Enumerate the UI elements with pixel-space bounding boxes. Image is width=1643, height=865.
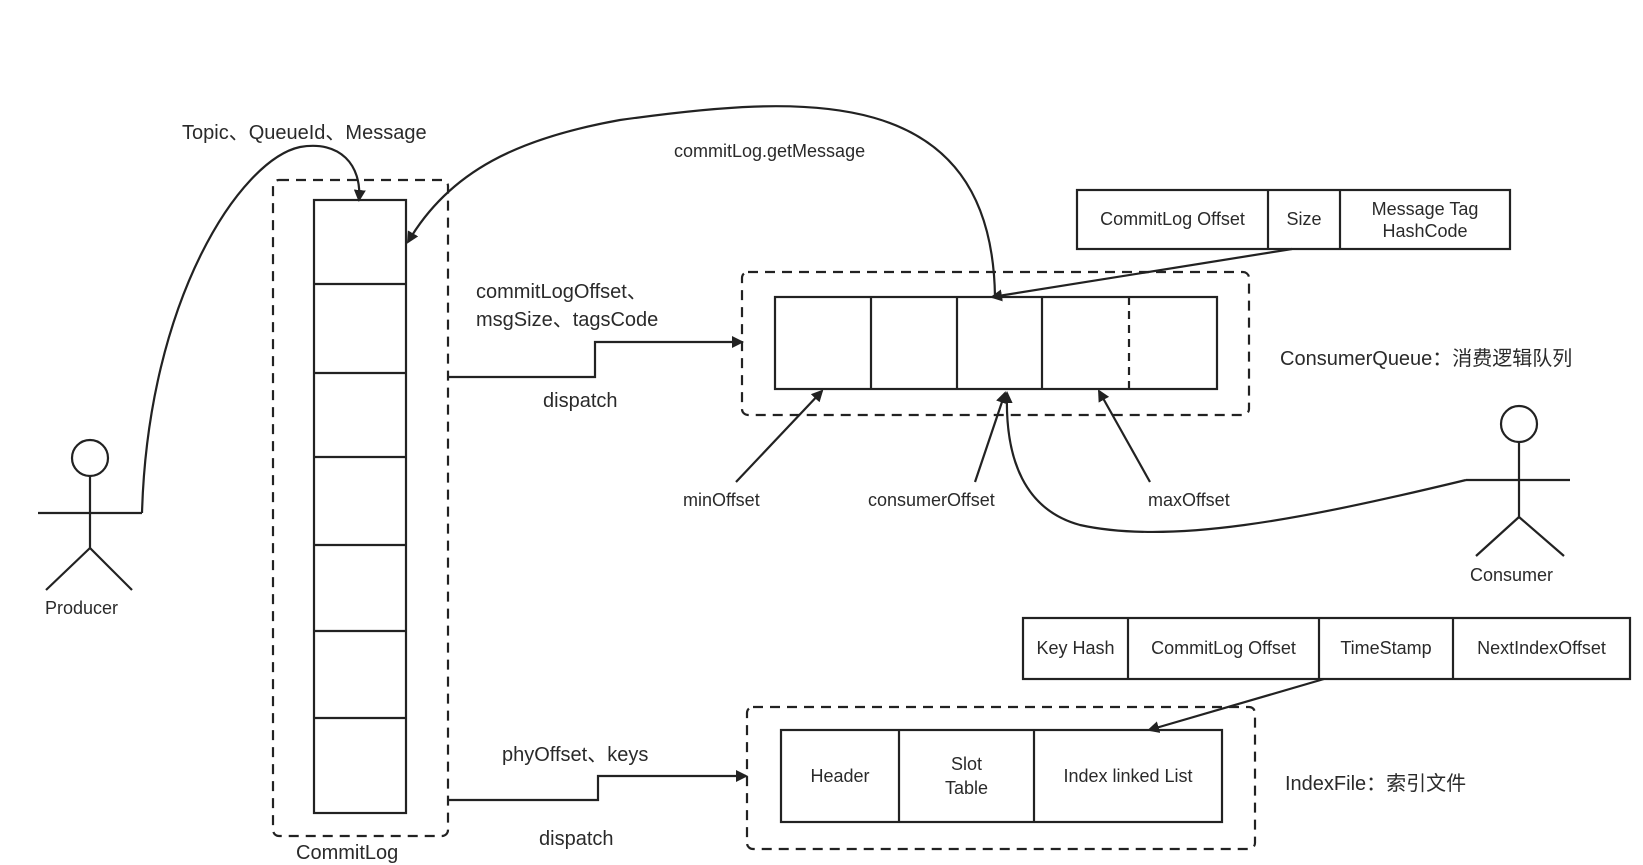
index-section-linked-list: Index linked List — [1063, 765, 1193, 786]
producer-figure — [38, 438, 142, 591]
index-file-sections — [779, 728, 1224, 824]
index-section-slot-table: Slot Table — [944, 754, 989, 798]
commitlog-cell-dividers — [314, 282, 406, 720]
index-entry-table — [1021, 616, 1632, 681]
index-dispatch-arrow — [448, 770, 748, 802]
min-offset-arrow — [735, 389, 824, 483]
index-field-timestamp: TimeStamp — [1340, 638, 1432, 658]
index-field-key-hash: Key Hash — [1036, 638, 1115, 658]
index-section-header: Header — [810, 765, 870, 786]
cq-field-commitlog-offset: CommitLog Offset — [1100, 209, 1245, 229]
consumer-offset-arrow — [973, 391, 1008, 483]
index-file-label: IndexFile：索引文件 — [1285, 773, 1467, 795]
commitlog-container — [271, 178, 450, 838]
index-field-commitlog-offset: CommitLog Offset — [1151, 638, 1296, 658]
consumer-offset-label: consumerOffset — [868, 490, 995, 510]
index-file-container — [745, 705, 1257, 851]
commitlog-column — [312, 198, 408, 815]
get-message-arrow — [406, 105, 997, 298]
cq-dispatch-payload-label: commitLogOffset、 msgSize、tagsCode — [476, 281, 659, 331]
cq-field-tag-hashcode: Message Tag HashCode — [1371, 198, 1479, 241]
producer-write-label: Topic、QueueId、Message — [182, 122, 427, 144]
commitlog-label: CommitLog — [296, 842, 399, 864]
consume-queue-label: ConsumerQueue：消费逻辑队列 — [1280, 348, 1573, 370]
index-dispatch-payload-label: phyOffset、keys — [502, 744, 649, 766]
get-message-label: commitLog.getMessage — [674, 141, 866, 161]
index-entry-arrow — [1147, 677, 1325, 733]
min-offset-label: minOffset — [683, 490, 760, 510]
index-field-next-index-offset: NextIndexOffset — [1477, 638, 1606, 658]
consumer-label: Consumer — [1470, 565, 1554, 585]
consumer-pull-arrow — [1000, 391, 1467, 534]
consume-queue-cells — [773, 295, 1219, 391]
cq-entry-table — [1075, 188, 1512, 251]
cq-field-size: Size — [1286, 209, 1322, 229]
cq-dispatch-label: dispatch — [543, 390, 618, 412]
cq-dispatch-arrow — [448, 336, 744, 379]
max-offset-arrow — [1098, 389, 1151, 483]
max-offset-label: maxOffset — [1148, 490, 1230, 510]
index-dispatch-label: dispatch — [539, 828, 614, 850]
consume-queue-container — [740, 270, 1251, 417]
consumer-figure — [1466, 404, 1570, 557]
producer-write-arrow — [140, 144, 366, 514]
producer-label: Producer — [45, 598, 119, 618]
